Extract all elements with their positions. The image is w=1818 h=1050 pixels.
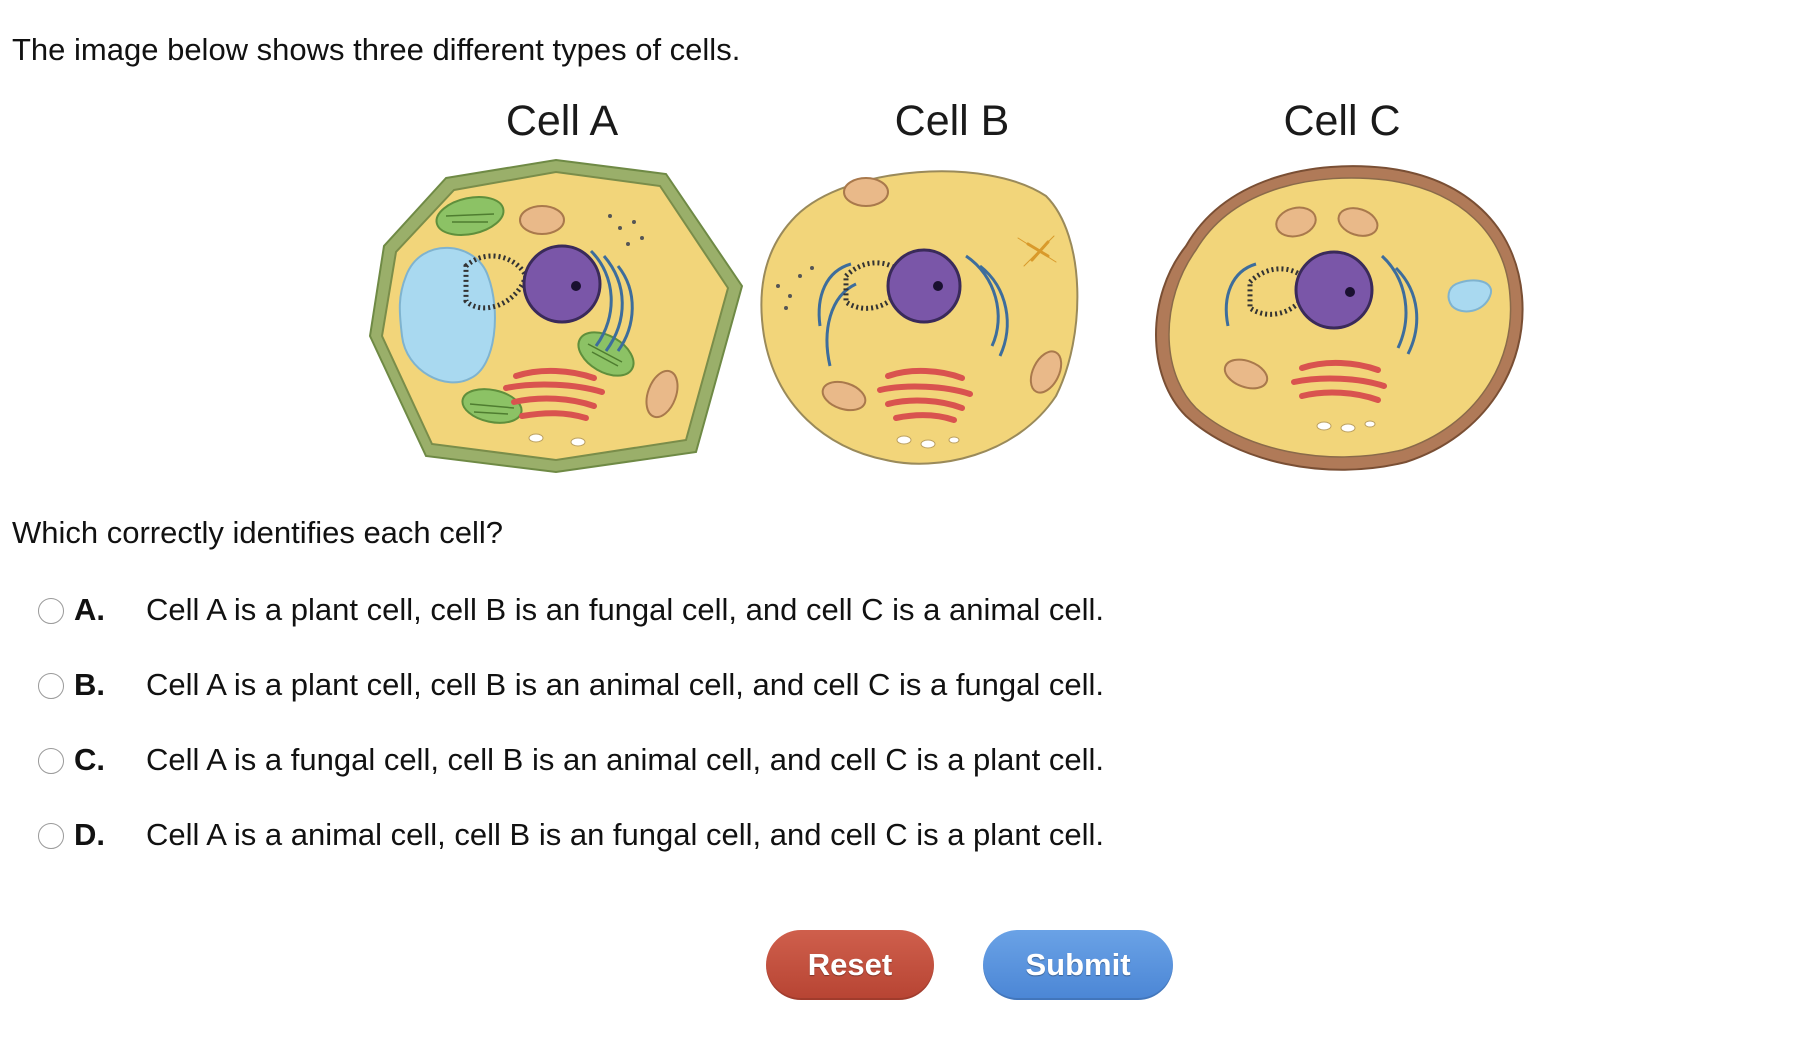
question-text: Which correctly identifies each cell? bbox=[12, 515, 504, 550]
option-text: Cell A is a animal cell, cell B is an fu… bbox=[146, 817, 1105, 852]
option-letter: A. bbox=[74, 592, 105, 627]
option-letter: B. bbox=[74, 667, 105, 702]
intro-text: The image below shows three different ty… bbox=[12, 32, 741, 67]
cell-diagram: Cell A Cell B Cell C bbox=[366, 92, 1532, 478]
radio-button[interactable] bbox=[38, 673, 64, 699]
option-c[interactable]: C. Cell A is a fungal cell, cell B is an… bbox=[38, 736, 1104, 811]
reset-button[interactable]: Reset bbox=[766, 930, 934, 1000]
cell-b-label: Cell B bbox=[894, 97, 1010, 145]
option-text: Cell A is a plant cell, cell B is an ani… bbox=[146, 667, 1105, 702]
submit-button[interactable]: Submit bbox=[983, 930, 1173, 1000]
radio-button[interactable] bbox=[38, 598, 64, 624]
radio-button[interactable] bbox=[38, 823, 64, 849]
option-a[interactable]: A. Cell A is a plant cell, cell B is an … bbox=[38, 586, 1104, 661]
option-text: Cell A is a plant cell, cell B is an fun… bbox=[146, 592, 1105, 627]
answer-options: A. Cell A is a plant cell, cell B is an … bbox=[38, 586, 1104, 886]
option-text: Cell A is a fungal cell, cell B is an an… bbox=[146, 742, 1105, 777]
cell-c-label: Cell C bbox=[1283, 97, 1401, 145]
radio-button[interactable] bbox=[38, 748, 64, 774]
option-d[interactable]: D. Cell A is a animal cell, cell B is an… bbox=[38, 811, 1104, 886]
option-b[interactable]: B. Cell A is a plant cell, cell B is an … bbox=[38, 661, 1104, 736]
cell-a-label: Cell A bbox=[505, 97, 619, 145]
option-letter: C. bbox=[74, 742, 105, 777]
cell-b-illustration bbox=[760, 170, 1079, 465]
cell-c-illustration bbox=[1155, 165, 1524, 471]
option-letter: D. bbox=[74, 817, 105, 852]
cell-a-illustration bbox=[368, 158, 744, 474]
